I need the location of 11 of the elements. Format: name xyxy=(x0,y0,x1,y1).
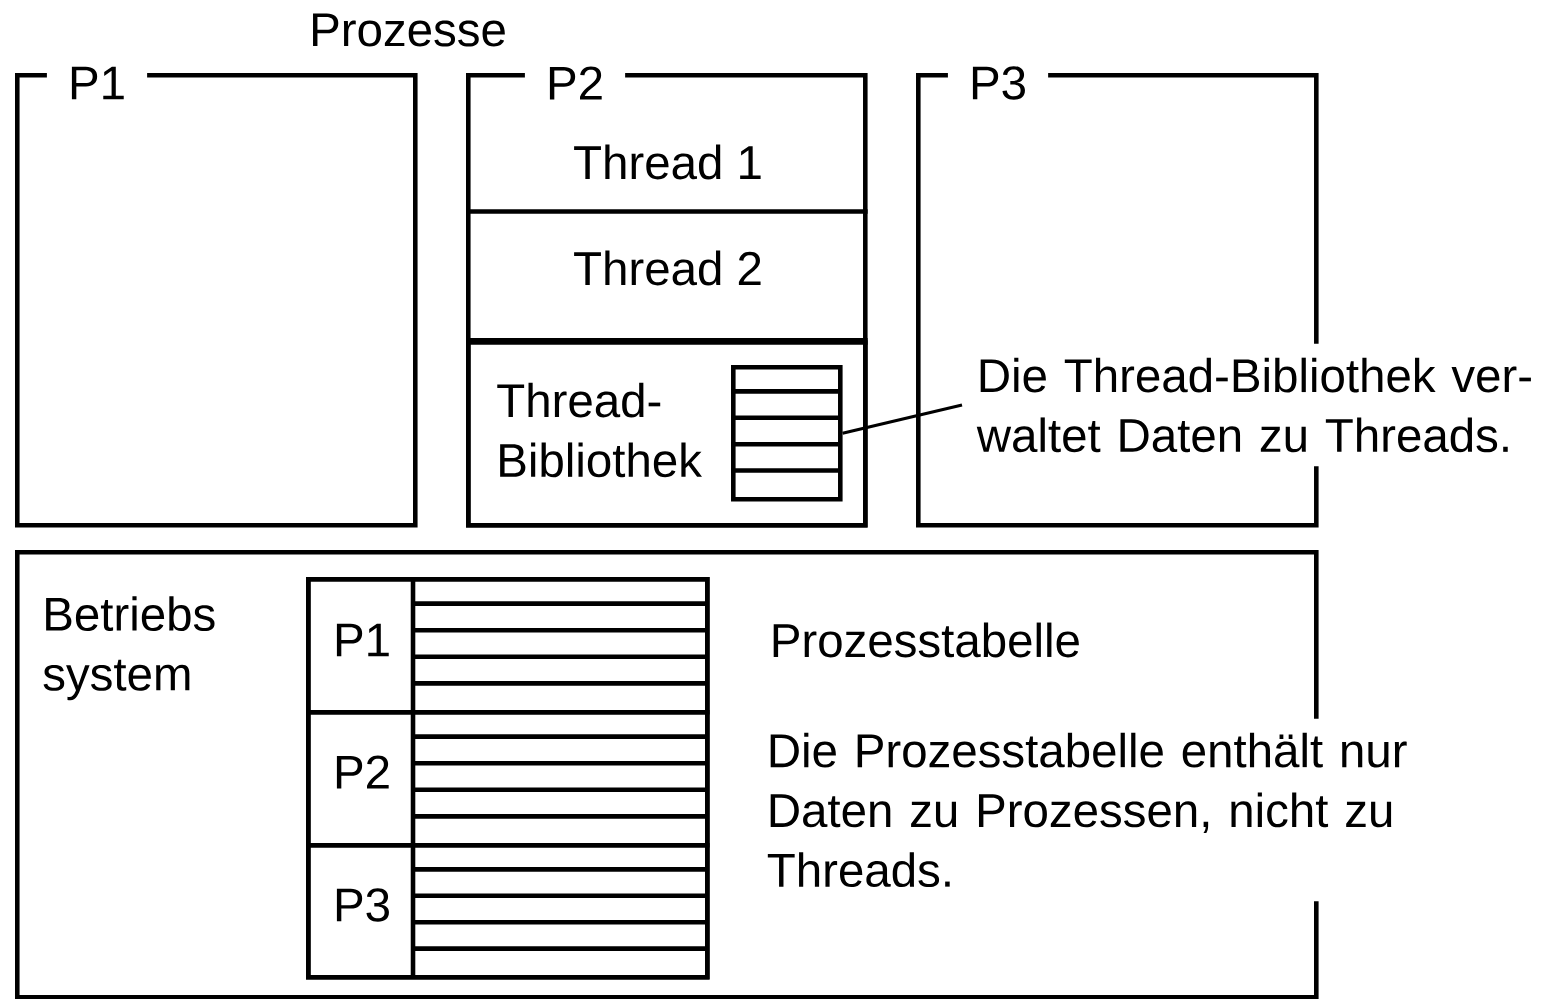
table-row: P1 xyxy=(306,577,710,715)
leader-line xyxy=(842,403,963,435)
description-text: Die Prozesstabelle enthält nur Daten zu Prozessen, nicht zu Threads. xyxy=(752,718,1451,902)
table-row: P3 xyxy=(306,843,710,980)
table-caption: Prozesstabelle xyxy=(755,608,1096,672)
library-box: Thread-Bibliothek xyxy=(466,338,868,528)
thread-box: Thread 1 xyxy=(466,144,868,214)
process-box: P1 xyxy=(15,59,418,528)
table-row: P2 xyxy=(306,710,710,848)
heading: Prozesse xyxy=(295,0,521,61)
data-table xyxy=(731,365,843,502)
